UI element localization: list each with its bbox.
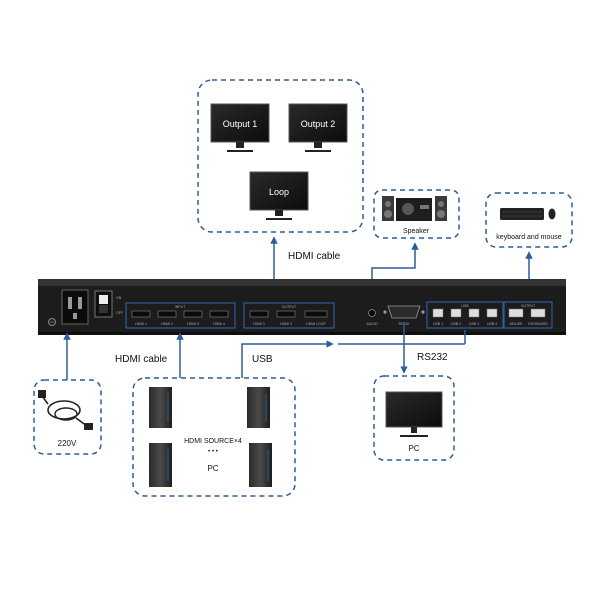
hdmi-input-connection: HDMI cable xyxy=(115,332,184,378)
keyboard-group-border xyxy=(485,192,573,248)
hdmi-output-cable-label: HDMI cable xyxy=(288,251,341,262)
usb-connection: USB xyxy=(241,330,466,378)
outputs-group-border xyxy=(197,79,364,233)
device-top-bezel xyxy=(38,279,566,287)
pc-tower-4-icon xyxy=(249,443,272,487)
loop-monitor: Loop xyxy=(249,171,309,220)
pc-tower-3-icon xyxy=(149,443,172,487)
pc-tower-2-icon xyxy=(247,387,270,428)
keyboard-mouse-label: keyboard and mouse xyxy=(496,234,561,241)
loop-label: Loop xyxy=(269,187,289,197)
pc-sources-group: HDMI SOURCE×4 • • • PC xyxy=(132,377,296,497)
control-pc-label: PC xyxy=(408,444,419,453)
ground-screw-icon xyxy=(48,318,56,326)
keyboard-group: keyboard and mouse xyxy=(485,192,573,248)
hdmi-in-1-label: HDMI 1 xyxy=(135,322,147,326)
hdmi-in-4-port[interactable] xyxy=(209,310,229,318)
usb-1-label: USB 1 xyxy=(433,322,443,326)
hdmi-in-3-label: HDMI 3 xyxy=(187,322,199,326)
hdmi-in-1-port[interactable] xyxy=(131,310,151,318)
hdmi-input-cable-label: HDMI cable xyxy=(115,354,168,365)
hdmi-out-1-label: HDMI 1 xyxy=(253,322,265,326)
hdmi-source-title: HDMI SOURCE×4 xyxy=(184,438,242,445)
mouse-label: MOUSE xyxy=(510,322,524,326)
output-2-monitor: Output 2 xyxy=(288,103,348,152)
speaker-label: Speaker xyxy=(403,228,430,235)
power-group-border xyxy=(33,379,102,455)
hdmi-loop-port[interactable] xyxy=(304,310,328,318)
power-inlet xyxy=(61,289,89,325)
mouse-icon xyxy=(548,208,556,220)
hdmi-out-1-port[interactable] xyxy=(249,310,269,318)
hdmi-in-2-port[interactable] xyxy=(157,310,177,318)
hdmi-loop-label: HDMI LOOP xyxy=(306,322,326,326)
usb-4-port[interactable] xyxy=(486,308,498,318)
rs232-port[interactable] xyxy=(383,305,425,319)
power-label: 220V xyxy=(58,439,77,448)
input-port-group: INPUT HDMI 1 HDMI 2 HDMI 3 HDMI 4 xyxy=(125,302,236,329)
speaker-group: Speaker xyxy=(373,189,460,239)
output-2-label: Output 2 xyxy=(301,119,336,129)
hdmi-out-2-label: HDMI 2 xyxy=(280,322,292,326)
pc-sources-label: PC xyxy=(207,464,218,473)
usb-3-port[interactable] xyxy=(468,308,480,318)
kvm-matrix-device: ON OFF INPUT HDMI 1 HDMI 2 HDMI 3 HDMI 4… xyxy=(38,279,566,335)
power-group: 220V xyxy=(33,379,102,455)
hdmi-in-4-label: HDMI 4 xyxy=(213,322,225,326)
pc-tower-1-icon xyxy=(149,387,172,428)
usb-group-label: USB xyxy=(461,304,469,308)
usb-2-label: USB 2 xyxy=(451,322,461,326)
hdmi-in-2-label: HDMI 2 xyxy=(161,322,173,326)
control-pc-monitor-icon xyxy=(385,391,443,437)
switch-off-label: OFF xyxy=(116,311,123,315)
hdmi-in-3-port[interactable] xyxy=(183,310,203,318)
audio-label: AUDIO xyxy=(366,322,377,326)
usb-cable-label: USB xyxy=(252,354,273,365)
output-port-group: OUTPUT HDMI 1 HDMI 2 HDMI LOOP xyxy=(243,302,335,329)
output-1-label: Output 1 xyxy=(223,119,258,129)
usb-port-group: USB USB 1 USB 2 USB 3 USB 4 xyxy=(426,301,504,329)
output-1-monitor: Output 1 xyxy=(210,103,270,152)
rs232-cable-label: RS232 xyxy=(417,352,448,363)
speaker-icon xyxy=(382,196,447,221)
mouse-usb-port[interactable] xyxy=(508,308,524,318)
usb-2-port[interactable] xyxy=(450,308,462,318)
usb-3-label: USB 3 xyxy=(469,322,479,326)
power-switch[interactable] xyxy=(94,290,113,318)
usb-1-port[interactable] xyxy=(432,308,444,318)
usb-4-label: USB 4 xyxy=(487,322,497,326)
rs232-connection: RS232 xyxy=(400,322,448,374)
keyboard-port-label: KEYBOARD xyxy=(528,322,548,326)
power-cable-icon xyxy=(38,390,93,430)
usb-output-group: OUTPUT MOUSE KEYBOARD xyxy=(503,301,553,329)
hdmi-source-dots: • • • xyxy=(208,449,218,455)
hdmi-out-2-port[interactable] xyxy=(276,310,296,318)
keyboard-usb-port[interactable] xyxy=(530,308,546,318)
input-group-label: INPUT xyxy=(175,305,186,309)
outputs-group: Output 1 Output 2 Loop xyxy=(197,79,364,233)
control-pc-group: PC xyxy=(373,375,455,461)
audio-jack[interactable] xyxy=(368,309,376,317)
switch-on-label: ON xyxy=(116,296,122,300)
output-group-label: OUTPUT xyxy=(282,305,297,309)
control-pc-group-border xyxy=(373,375,455,461)
usb-output-group-label: OUTPUT xyxy=(521,304,536,308)
keyboard-icon xyxy=(500,208,544,220)
